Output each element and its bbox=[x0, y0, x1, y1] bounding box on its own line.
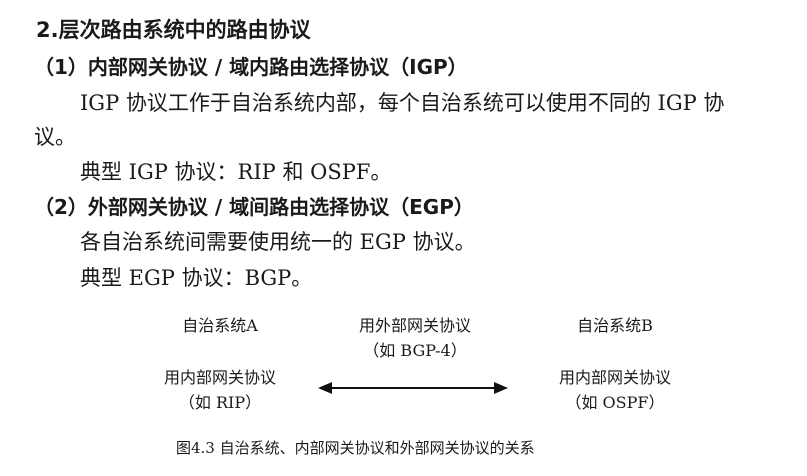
as-b-igp-label: 用内部网关协议 bbox=[558, 368, 671, 387]
igp-examples: 典型 IGP 协议：RIP 和 OSPF。 bbox=[80, 160, 392, 184]
section-title: 2.层次路由系统中的路由协议 bbox=[36, 18, 311, 42]
egp-label: 用外部网关协议 bbox=[358, 316, 471, 335]
double-arrow bbox=[318, 382, 508, 394]
igp-heading: （1）内部网关协议 / 域内路由选择协议（IGP） bbox=[34, 55, 468, 79]
igp-paragraph-line1: IGP 协议工作于自治系统内部，每个自治系统可以使用不同的 IGP 协 bbox=[80, 91, 725, 115]
egp-examples: 典型 EGP 协议：BGP。 bbox=[80, 266, 313, 290]
igp-paragraph-line2: 议。 bbox=[34, 125, 76, 149]
egp-heading: （2）外部网关协议 / 域间路由选择协议（EGP） bbox=[34, 195, 474, 219]
egp-paragraph: 各自治系统间需要使用统一的 EGP 协议。 bbox=[80, 230, 476, 254]
as-b-label: 自治系统B bbox=[577, 316, 653, 335]
as-a-igp-example: （如 RIP） bbox=[178, 393, 262, 412]
as-a-label: 自治系统A bbox=[182, 316, 258, 335]
figure-caption: 图4.3 自治系统、内部网关协议和外部网关协议的关系 bbox=[176, 439, 535, 457]
as-a-igp-label: 用内部网关协议 bbox=[163, 368, 276, 387]
egp-example: （如 BGP-4） bbox=[363, 341, 467, 360]
as-b-igp-example: （如 OSPF） bbox=[565, 393, 665, 412]
